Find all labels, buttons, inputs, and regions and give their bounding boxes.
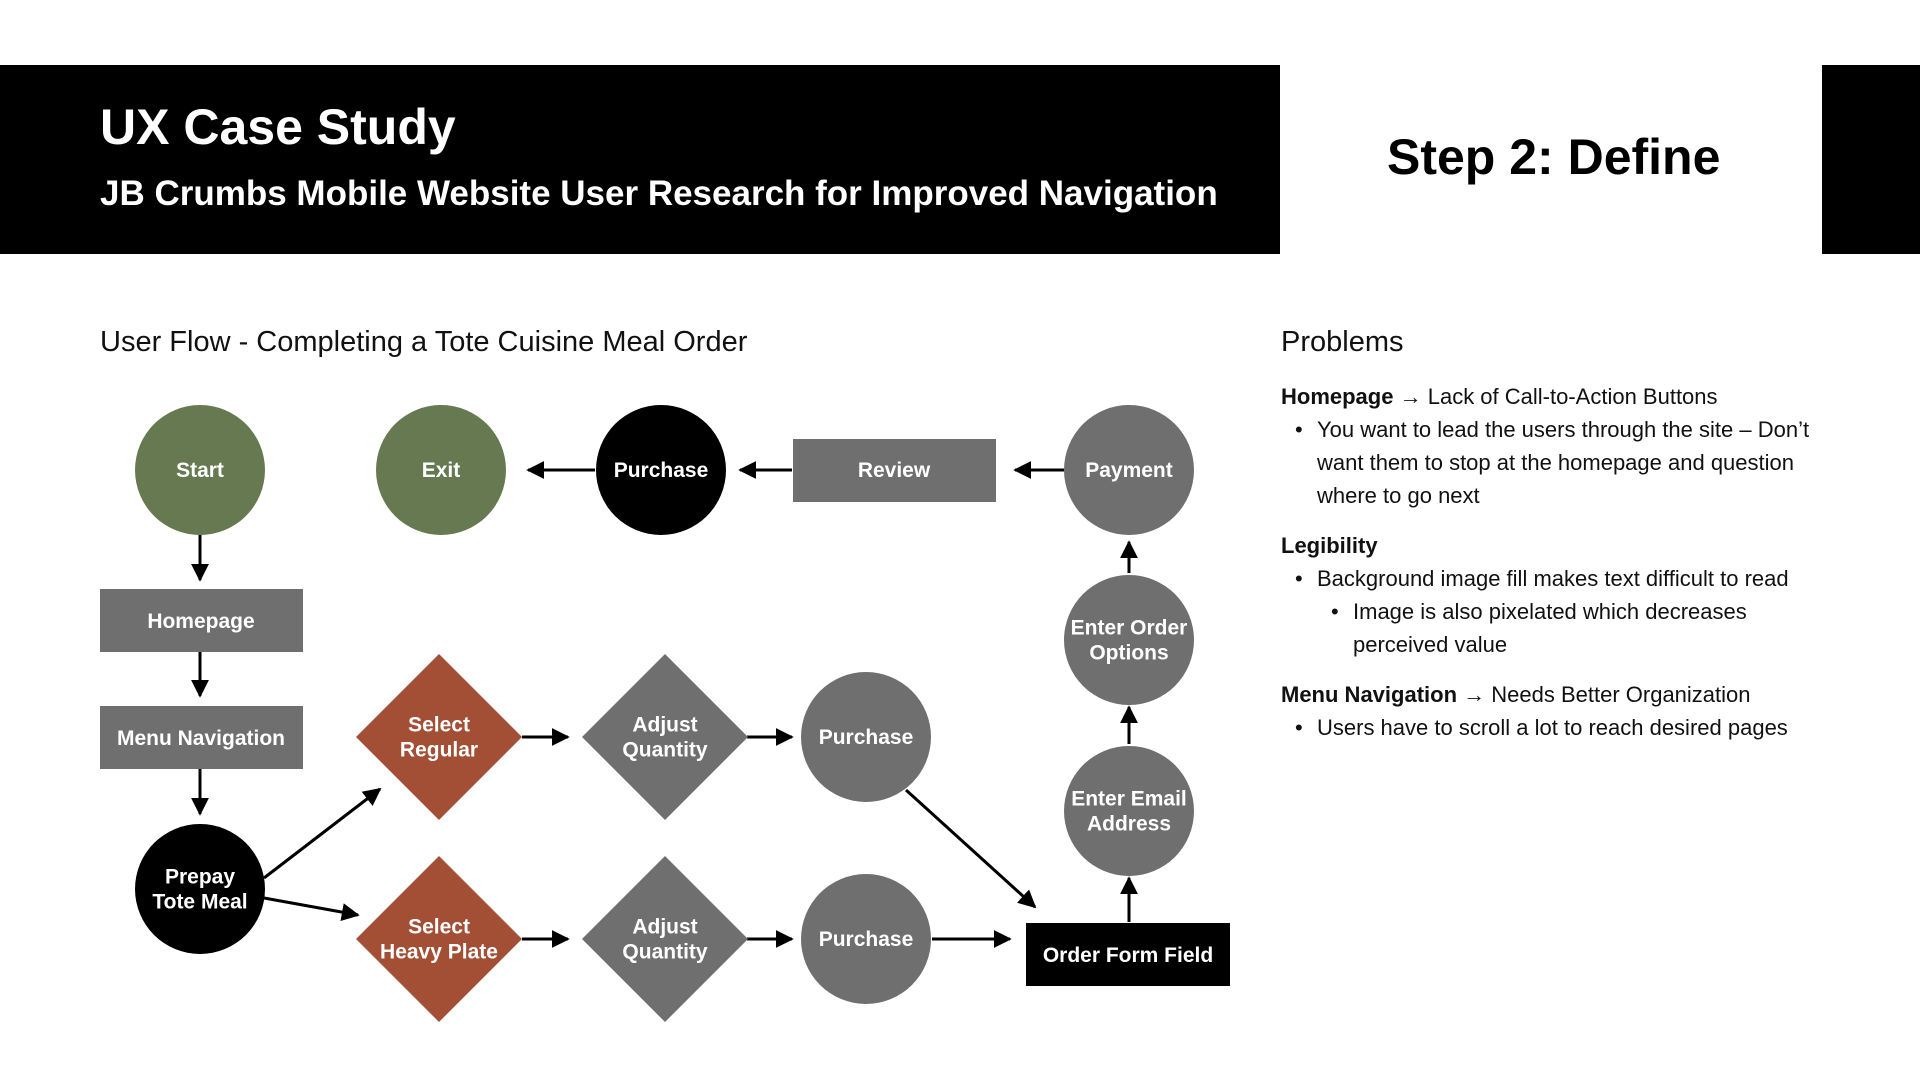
node-label-line: Menu Navigation [117,727,285,750]
node-order-form-field: Order Form Field [1026,923,1230,986]
problem-heading-line: Menu Navigation → Needs Better Organizat… [1281,678,1841,711]
node-homepage-label: Homepage [147,610,254,633]
node-payment: Payment [1064,405,1194,535]
node-label-line: Prepay [165,866,235,889]
user-flow-diagram: Start Exit Purchase Review Payment Homep… [100,405,1230,1022]
node-label-line: Start [176,459,224,482]
node-label-line: Options [1089,642,1168,665]
node-purchase-top-label: Purchase [614,459,709,482]
node-label-line: Enter Order [1071,617,1188,640]
node-label-line: Homepage [147,610,254,633]
header-banner [0,65,1280,254]
arrow-prepay-to-regular [263,787,382,880]
node-label-line: Purchase [819,726,914,749]
header-accent-block [1822,65,1920,254]
problems-title: Problems [1281,326,1404,358]
problem-heading-line: Homepage → Lack of Call-to-Action Button… [1281,380,1841,413]
arrow-purchase-to-orderform [904,788,1037,909]
node-order-form-label: Order Form Field [1043,944,1213,967]
right-arrow-icon: → [1393,384,1428,409]
node-purchase-mid-label: Purchase [819,726,914,749]
problems-panel: Homepage → Lack of Call-to-Action Button… [1281,380,1841,761]
node-label-line: Select [408,916,470,939]
problem-heading: Legibility [1281,533,1378,558]
node-start-label: Start [176,459,224,482]
problem-group: Homepage → Lack of Call-to-Action Button… [1281,380,1841,512]
node-label-line: Adjust [632,916,697,939]
problem-detail: Needs Better Organization [1491,682,1751,707]
node-start: Start [135,405,265,535]
node-label-line: Adjust [632,714,697,737]
problem-bullet-list: You want to lead the users through the s… [1281,413,1841,512]
node-label-line: Select [408,714,470,737]
problem-bullet-list: Users have to scroll a lot to reach desi… [1281,711,1841,744]
node-label-line: Tote Meal [152,891,247,914]
node-label-line: Regular [400,739,478,762]
page-title: UX Case Study [100,99,456,155]
node-label-line: Purchase [614,459,709,482]
node-purchase-mid: Purchase [801,672,931,802]
problem-detail: Lack of Call-to-Action Buttons [1427,384,1718,409]
node-review: Review [793,439,996,502]
node-label-line: Quantity [622,941,707,964]
problem-bullet: Background image fill makes text difficu… [1281,562,1841,595]
problem-bullet: You want to lead the users through the s… [1281,413,1841,512]
node-exit-label: Exit [422,459,461,482]
page-subtitle: JB Crumbs Mobile Website User Research f… [100,174,1218,213]
node-label-line: Order Form Field [1043,944,1213,967]
node-exit: Exit [376,405,506,535]
node-label-line: Heavy Plate [380,941,498,964]
node-purchase-bottom: Purchase [801,874,931,1004]
user-flow-title: User Flow - Completing a Tote Cuisine Me… [100,326,748,358]
node-label-line: Address [1087,813,1171,836]
problem-bullet: Users have to scroll a lot to reach desi… [1281,711,1841,744]
node-menu-navigation-label: Menu Navigation [117,727,285,750]
node-homepage: Homepage [100,589,303,652]
node-label-line: Purchase [819,928,914,951]
node-review-label: Review [858,459,931,482]
node-payment-label: Payment [1085,459,1173,482]
problem-heading: Menu Navigation [1281,682,1458,707]
node-label-line: Review [858,459,931,482]
node-purchase-bottom-label: Purchase [819,928,914,951]
node-label-line: Payment [1085,459,1173,482]
node-menu-navigation: Menu Navigation [100,706,303,769]
node-purchase-top: Purchase [596,405,726,535]
node-label-line: Quantity [622,739,707,762]
problem-heading: Homepage [1281,384,1394,409]
arrow-prepay-to-heavy [263,896,360,921]
problem-group: Menu Navigation → Needs Better Organizat… [1281,678,1841,744]
step-title: Step 2: Define [1387,129,1721,185]
node-label-line: Exit [422,459,461,482]
node-label-line: Enter Email [1071,788,1187,811]
problem-bullet: Image is also pixelated which decreases … [1281,595,1841,661]
problem-heading-line: Legibility [1281,529,1841,562]
problem-bullet-list: Background image fill makes text difficu… [1281,562,1841,661]
right-arrow-icon: → [1457,682,1492,707]
problem-group: LegibilityBackground image fill makes te… [1281,529,1841,661]
